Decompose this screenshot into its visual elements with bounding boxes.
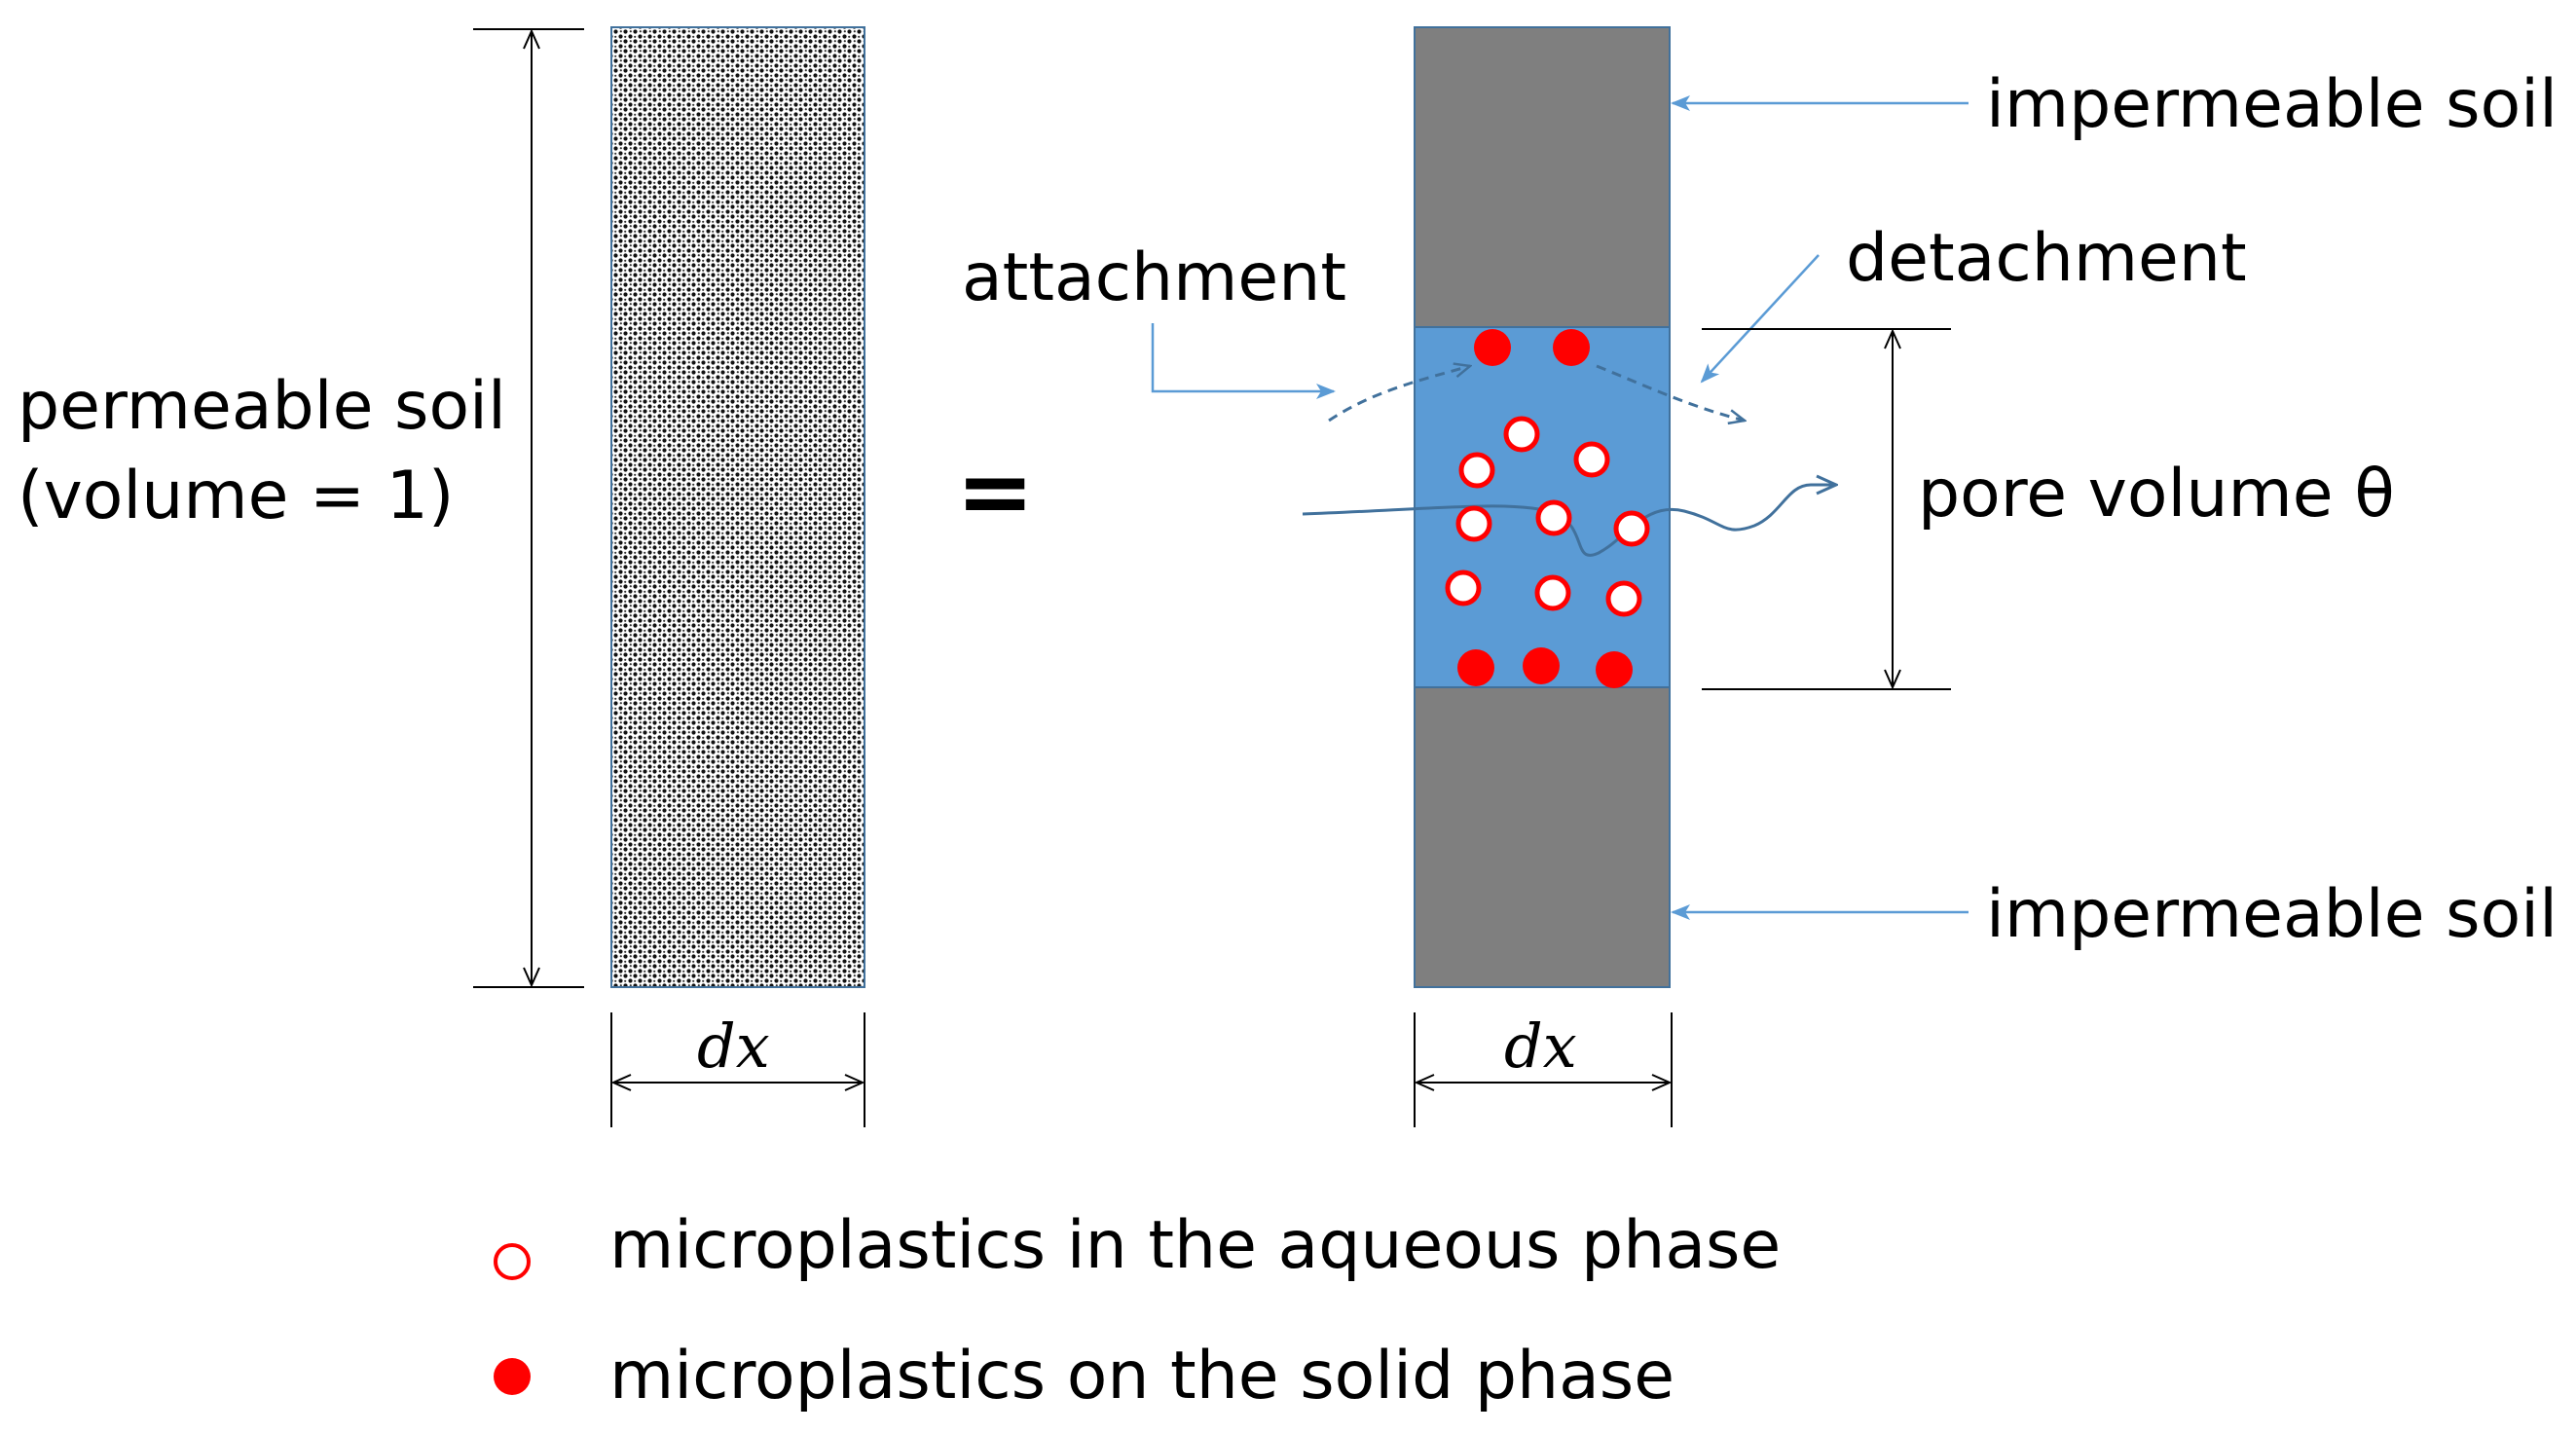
solid-particle bbox=[1474, 329, 1511, 366]
annotations: impermeable soil impermeable soil attach… bbox=[962, 66, 2558, 953]
impermeable-soil-bottom-label: impermeable soil bbox=[1986, 876, 2558, 953]
detachment-dashed-arrow bbox=[1596, 364, 1745, 421]
dx-left-label: dx bbox=[697, 1010, 770, 1082]
aqueous-particle bbox=[1573, 441, 1610, 478]
legend-solid-symbol bbox=[494, 1358, 531, 1395]
aqueous-particle bbox=[1458, 452, 1495, 489]
permeable-soil-group: permeable soil (volume = 1) dx bbox=[18, 26, 865, 1127]
impermeable-soil-bottom bbox=[1414, 686, 1671, 988]
legend-aqueous-symbol bbox=[494, 1243, 531, 1280]
legend-solid-label: microplastics on the solid phase bbox=[609, 1338, 1674, 1415]
detachment-label: detachment bbox=[1846, 220, 2247, 297]
solid-particle bbox=[1523, 647, 1560, 684]
aqueous-particle bbox=[1503, 416, 1540, 453]
aqueous-particle bbox=[1534, 574, 1571, 611]
attachment-label: attachment bbox=[962, 239, 1346, 316]
attachment-pointer bbox=[1151, 323, 1336, 399]
impermeable-soil-top bbox=[1414, 26, 1671, 328]
pore-volume-label: pore volume θ bbox=[1918, 456, 2395, 533]
permeable-soil-column bbox=[610, 26, 865, 988]
aqueous-particle bbox=[1445, 570, 1482, 606]
decomposed-column-group: dx bbox=[1302, 26, 1836, 1127]
solid-particle bbox=[1553, 329, 1590, 366]
aqueous-particle bbox=[1535, 499, 1572, 536]
aqueous-particle bbox=[1605, 580, 1642, 617]
solid-particle bbox=[1596, 651, 1633, 688]
permeable-soil-label: permeable soil bbox=[18, 368, 506, 445]
aqueous-particle bbox=[1613, 510, 1650, 547]
volume-label: (volume = 1) bbox=[18, 458, 454, 534]
attachment-dashed-arrow bbox=[1328, 366, 1470, 423]
aqueous-particle bbox=[1455, 505, 1492, 542]
legend: microplastics in the aqueous phase micro… bbox=[494, 1207, 1781, 1415]
legend-aqueous-label: microplastics in the aqueous phase bbox=[609, 1207, 1781, 1284]
solid-particle bbox=[1457, 649, 1494, 686]
equals-sign: = bbox=[956, 437, 1034, 546]
flow-path-arrow bbox=[1302, 485, 1836, 557]
detachment-pointer bbox=[1700, 254, 1820, 384]
dx-right-label: dx bbox=[1504, 1010, 1577, 1082]
impermeable-soil-top-label: impermeable soil bbox=[1986, 66, 2558, 143]
